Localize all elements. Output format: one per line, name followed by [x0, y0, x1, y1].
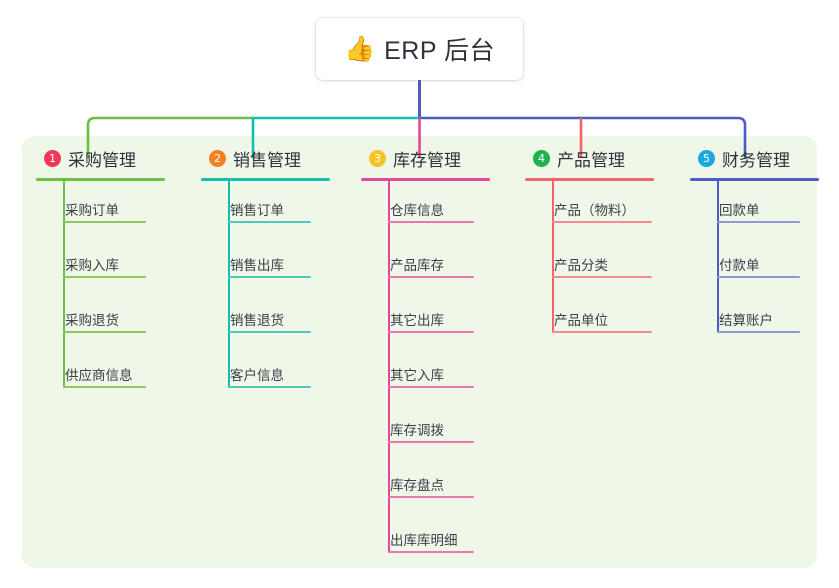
branch-leaf-underline	[388, 441, 474, 443]
branch-leaf-label: 库存盘点	[390, 478, 444, 493]
branch-leaf-label: 销售订单	[230, 203, 284, 218]
branch-header-1[interactable]: 1 采购管理	[36, 136, 201, 180]
branch-leaf-underline	[552, 221, 652, 223]
branch-number-badge: 2	[209, 149, 226, 167]
branch-leaf-label: 供应商信息	[65, 368, 133, 383]
branch-title: 销售管理	[233, 150, 301, 170]
branch-leaf-label: 其它入库	[390, 368, 444, 383]
branch-leaf-underline	[388, 276, 474, 278]
branch-header-underline	[690, 178, 819, 181]
branch-header-5[interactable]: 5 财务管理	[690, 136, 839, 180]
branch-stem-line	[388, 180, 390, 553]
branch-leaf-underline	[388, 551, 474, 553]
root-node-title: ERP 后台	[384, 37, 496, 65]
branch-number-badge: 1	[44, 149, 61, 167]
branch-leaf-underline	[63, 331, 146, 333]
branch-leaf-label: 销售退货	[230, 313, 284, 328]
branch-leaf-label: 其它出库	[390, 313, 444, 328]
branch-column-4: 4 产品管理产品（物料） 产品分类产品单位	[525, 136, 690, 333]
branch-leaf-underline	[388, 386, 474, 388]
branch-leaf-label: 产品（物料）	[554, 203, 635, 218]
branch-leaf-label: 回款单	[719, 203, 760, 218]
branch-header-underline	[525, 178, 654, 181]
branch-leaf-label: 销售出库	[230, 258, 284, 273]
branch-leaf-label: 产品分类	[554, 258, 608, 273]
branch-header-underline	[361, 178, 490, 181]
branch-leaf-label: 仓库信息	[390, 203, 444, 218]
branch-leaf-label: 产品单位	[554, 313, 608, 328]
branch-leaf-underline	[552, 331, 652, 333]
branch-title: 财务管理	[722, 150, 790, 170]
branch-leaf-underline	[63, 276, 146, 278]
branch-stem-line	[63, 180, 65, 388]
branch-leaf-underline	[228, 276, 311, 278]
branch-leaf-underline	[388, 331, 474, 333]
branch-leaf-underline	[717, 331, 800, 333]
branch-leaf-underline	[63, 221, 146, 223]
branch-number-badge: 3	[369, 149, 386, 167]
branch-column-5: 5 财务管理回款单付款单结算账户	[690, 136, 839, 333]
branch-title: 库存管理	[393, 150, 461, 170]
branch-leaf-underline	[717, 221, 800, 223]
branch-header-4[interactable]: 4 产品管理	[525, 136, 690, 180]
branch-header-underline	[36, 178, 165, 181]
branch-leaf-underline	[388, 221, 474, 223]
branch-number-badge: 5	[698, 149, 715, 167]
branch-leaf-underline	[552, 276, 652, 278]
branch-stem-line	[552, 180, 554, 333]
branch-leaf-label: 产品库存	[390, 258, 444, 273]
branch-leaf-label: 付款单	[719, 258, 760, 273]
thumbs-up-icon: 👍	[343, 34, 376, 63]
branch-number-badge: 4	[533, 149, 550, 167]
branch-column-3: 3 库存管理仓库信息产品库存其它出库其它入库库存调拨库存盘点出库库明细	[361, 136, 526, 553]
branch-leaf-underline	[63, 386, 146, 388]
branch-leaf-underline	[228, 331, 311, 333]
branch-leaf-label: 结算账户	[719, 313, 773, 328]
branch-leaf-label: 客户信息	[230, 368, 284, 383]
branch-leaf-label: 采购订单	[65, 203, 119, 218]
branch-leaf-underline	[388, 496, 474, 498]
branch-stem-line	[717, 180, 719, 333]
branch-columns: 1 采购管理采购订单采购入库采购退货供应商信息 2 销售管理销售订单销售出库销售退货客…	[22, 136, 819, 568]
root-node-erp-backend[interactable]: 👍 ERP 后台	[316, 18, 523, 80]
branch-leaf-label: 采购入库	[65, 258, 119, 273]
branch-column-2: 2 销售管理销售订单销售出库销售退货客户信息	[201, 136, 366, 388]
branch-stem-line	[228, 180, 230, 388]
branch-leaf-underline	[228, 386, 311, 388]
branch-column-1: 1 采购管理采购订单采购入库采购退货供应商信息	[36, 136, 201, 388]
branch-header-underline	[201, 178, 330, 181]
branch-header-3[interactable]: 3 库存管理	[361, 136, 526, 180]
branch-leaf-label: 出库库明细	[390, 533, 458, 548]
mindmap-panel	[22, 136, 817, 568]
branch-header-2[interactable]: 2 销售管理	[201, 136, 366, 180]
branch-title: 采购管理	[68, 150, 136, 170]
branch-title: 产品管理	[557, 150, 625, 170]
branch-leaf-label: 库存调拨	[390, 423, 444, 438]
branch-leaf-label: 采购退货	[65, 313, 119, 328]
branch-leaf-underline	[717, 276, 800, 278]
branch-leaf-underline	[228, 221, 311, 223]
